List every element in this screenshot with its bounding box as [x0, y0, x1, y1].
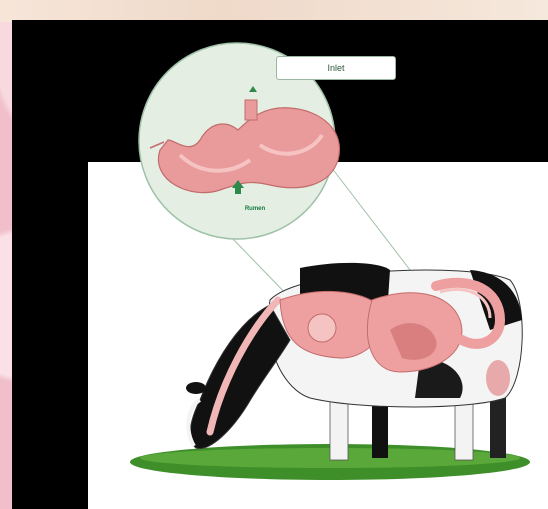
rumen-label: Rumen — [218, 206, 292, 212]
esophagus-tube — [245, 100, 257, 120]
callout-label: Inlet — [276, 56, 396, 80]
